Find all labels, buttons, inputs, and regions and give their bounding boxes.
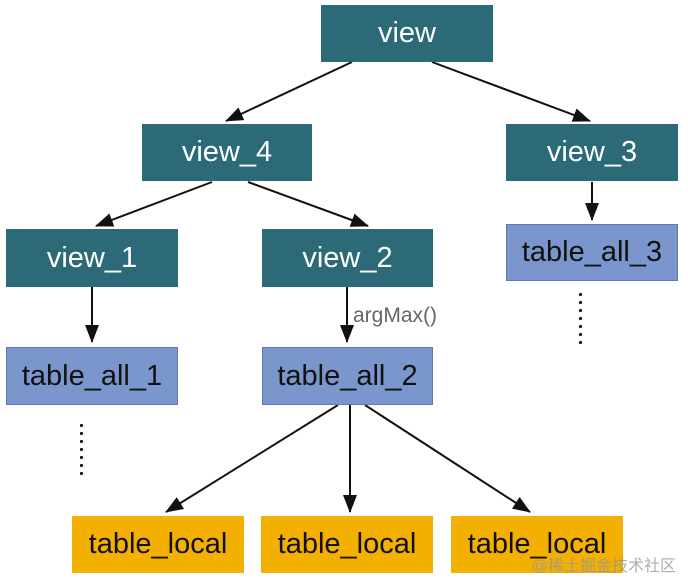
node-table-local-center: table_local	[261, 516, 433, 573]
node-table-all-1: table_all_1	[6, 347, 178, 405]
edge-view-4-to-view-1	[95, 181, 213, 227]
node-view-4: view_4	[142, 124, 312, 181]
node-view: view	[321, 5, 493, 62]
node-table-local-left: table_local	[72, 516, 244, 573]
edge-view-to-view-4	[225, 61, 353, 122]
node-view-3: view_3	[506, 124, 678, 181]
node-view-1: view_1	[6, 229, 178, 287]
node-table-all-3: table_all_3	[506, 224, 678, 281]
node-table-all-2: table_all_2	[262, 347, 433, 405]
edge-table-all-2-to-table-local-right	[364, 404, 531, 513]
edge-table-all-2-to-table-local-left	[165, 404, 339, 513]
continuation-dots-table-all-1	[78, 424, 84, 475]
edge-view-4-to-view-2	[247, 181, 369, 227]
continuation-dots-table-all-3	[577, 293, 583, 344]
watermark: @稀土掘金技术社区	[531, 558, 676, 575]
node-view-2: view_2	[262, 229, 433, 287]
edge-view-to-view-3	[431, 61, 591, 122]
node-table-local-right: table_local	[451, 516, 623, 573]
argmax-label: argMax()	[353, 304, 438, 327]
